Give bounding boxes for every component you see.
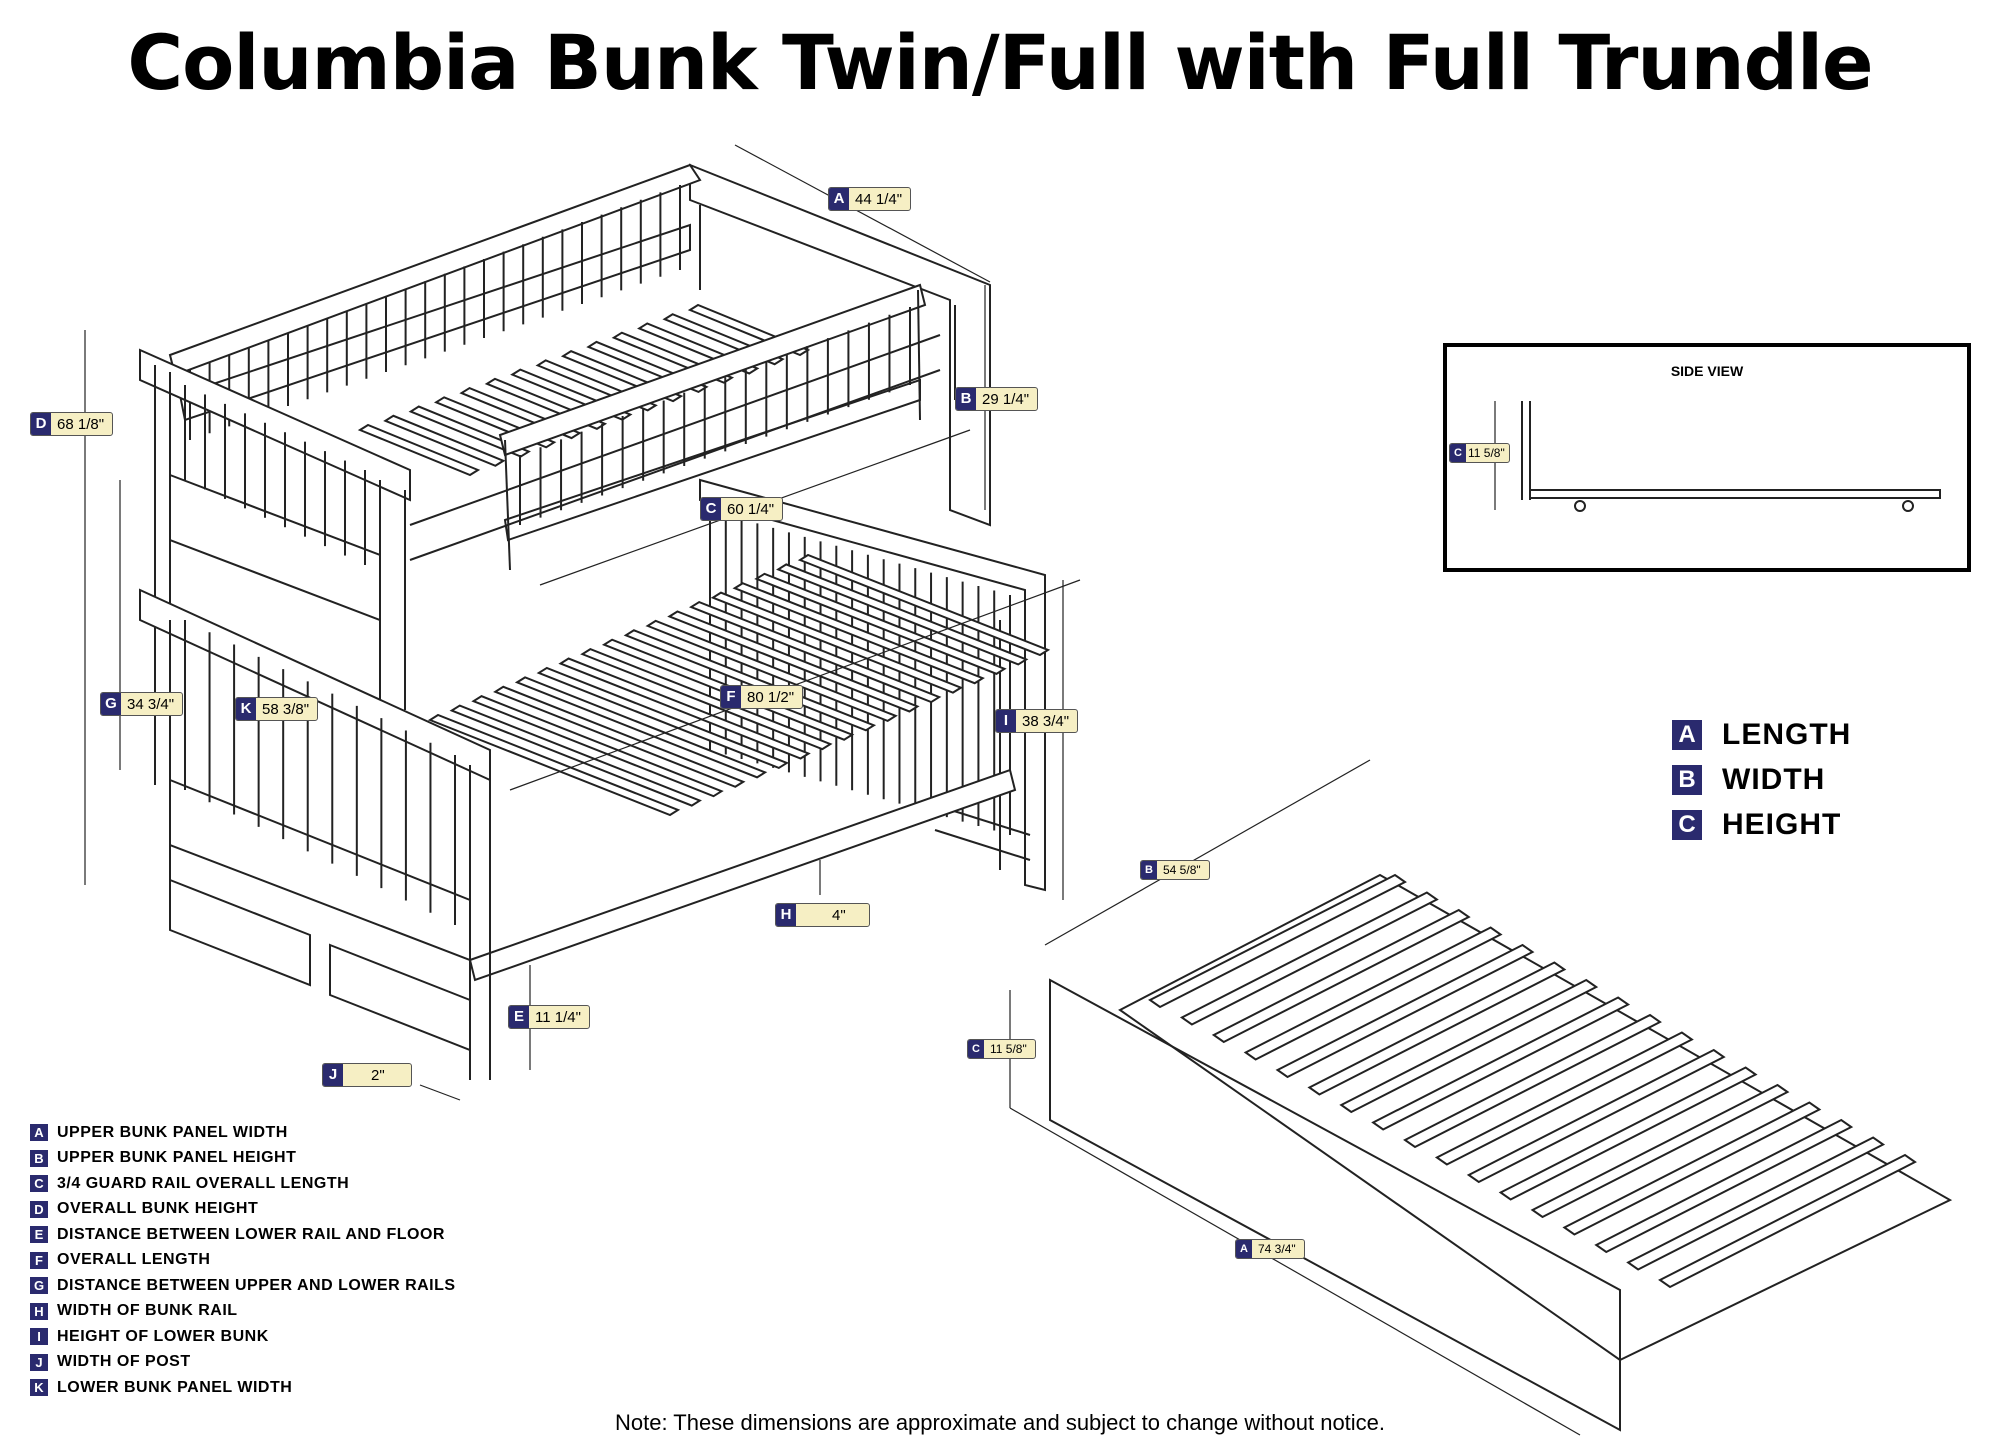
trundle-value-b: 54 5/8" <box>1163 863 1201 877</box>
upper-front-slats <box>184 385 366 565</box>
legend-badge: I <box>30 1328 48 1346</box>
key-badge: A <box>1672 719 1702 750</box>
legend-desc: 3/4 GUARD RAIL OVERALL LENGTH <box>57 1174 350 1192</box>
key-row: A LENGTH <box>1672 712 1851 757</box>
legend-item: I HEIGHT OF LOWER BUNK <box>30 1324 456 1350</box>
dim-value-i: 38 3/4" <box>1022 712 1070 730</box>
side-view-box: SIDE VIEW <box>1443 343 1971 572</box>
legend-badge: H <box>30 1302 48 1320</box>
side-view-drawing <box>1521 401 1941 512</box>
key-badge: B <box>1672 764 1702 795</box>
legend-item: J WIDTH OF POST <box>30 1350 456 1376</box>
key-row: C HEIGHT <box>1672 802 1851 847</box>
legend-desc: WIDTH OF BUNK RAIL <box>57 1302 238 1320</box>
dim-value-b: 29 1/4" <box>982 390 1030 408</box>
legend-badge: J <box>30 1353 48 1371</box>
legend-item: G DISTANCE BETWEEN UPPER AND LOWER RAILS <box>30 1273 456 1299</box>
legend-item: E DISTANCE BETWEEN LOWER RAIL AND FLOOR <box>30 1222 456 1248</box>
dim-value-d: 68 1/8" <box>57 415 105 433</box>
dim-value-e: 11 1/4" <box>535 1008 581 1026</box>
legend-desc: OVERALL BUNK HEIGHT <box>57 1200 259 1218</box>
legend-badge: C <box>30 1175 48 1193</box>
dim-value-a: 44 1/4" <box>855 190 903 208</box>
dim-value-h: 4" <box>832 906 846 924</box>
dimension-key: A LENGTH B WIDTH C HEIGHT <box>1672 712 1851 847</box>
trundle-value-c: 11 5/8" <box>990 1042 1027 1056</box>
legend-desc: OVERALL LENGTH <box>57 1251 211 1269</box>
upper-back-slats <box>189 185 681 440</box>
legend-desc: WIDTH OF POST <box>57 1353 191 1371</box>
legend-desc: UPPER BUNK PANEL WIDTH <box>57 1123 288 1141</box>
page-title: Columbia Bunk Twin/Full with Full Trundl… <box>127 18 1873 107</box>
lower-front-rail <box>468 768 1017 982</box>
legend-badge: F <box>30 1251 48 1269</box>
legend-desc: LOWER BUNK PANEL WIDTH <box>57 1378 293 1396</box>
legend-item: A UPPER BUNK PANEL WIDTH <box>30 1120 456 1146</box>
side-view-value-c: 11 5/8" <box>1468 446 1505 460</box>
side-view-title: SIDE VIEW <box>1670 363 1744 379</box>
key-badge: C <box>1672 809 1702 840</box>
legend-badge: K <box>30 1379 48 1397</box>
key-word: LENGTH <box>1722 717 1852 751</box>
upper-headboard-back <box>689 163 991 527</box>
trundle-drawing <box>1049 873 1953 1432</box>
dim-value-k: 58 3/8" <box>262 700 310 718</box>
legend-badge: A <box>30 1124 48 1142</box>
dim-value-f: 80 1/2" <box>747 688 795 706</box>
legend-badge: E <box>30 1226 48 1244</box>
legend-badge: G <box>30 1277 48 1295</box>
trundle-slats <box>1148 873 1917 1289</box>
legend-badge: D <box>30 1200 48 1218</box>
lower-headboard-front <box>139 588 491 1080</box>
legend-badge: B <box>30 1149 48 1167</box>
dim-value-c: 60 1/4" <box>727 500 775 518</box>
upper-headboard-front <box>139 334 941 785</box>
legend-item: C 3/4 GUARD RAIL OVERALL LENGTH <box>30 1171 456 1197</box>
dim-value-g: 34 3/4" <box>127 695 175 713</box>
upper-front-guard <box>498 283 927 571</box>
legend-item: K LOWER BUNK PANEL WIDTH <box>30 1375 456 1401</box>
legend-desc: DISTANCE BETWEEN LOWER RAIL AND FLOOR <box>57 1225 445 1243</box>
legend-desc: DISTANCE BETWEEN UPPER AND LOWER RAILS <box>57 1276 456 1294</box>
trundle-value-a: 74 3/4" <box>1258 1242 1296 1256</box>
legend-desc: HEIGHT OF LOWER BUNK <box>57 1327 269 1345</box>
legend-list: A UPPER BUNK PANEL WIDTH B UPPER BUNK PANE… <box>30 1120 456 1401</box>
key-row: B WIDTH <box>1672 757 1851 802</box>
legend-item: B UPPER BUNK PANEL HEIGHT <box>30 1146 456 1172</box>
legend-item: H WIDTH OF BUNK RAIL <box>30 1299 456 1325</box>
dim-value-j: 2" <box>371 1066 385 1084</box>
legend-desc: UPPER BUNK PANEL HEIGHT <box>57 1149 297 1167</box>
legend-item: F OVERALL LENGTH <box>30 1248 456 1274</box>
key-word: HEIGHT <box>1722 807 1842 841</box>
lower-deck-slats <box>427 553 1051 817</box>
legend-item: D OVERALL BUNK HEIGHT <box>30 1197 456 1223</box>
disclaimer-note: Note: These dimensions are approximate a… <box>614 1410 1386 1435</box>
key-word: WIDTH <box>1722 762 1826 796</box>
